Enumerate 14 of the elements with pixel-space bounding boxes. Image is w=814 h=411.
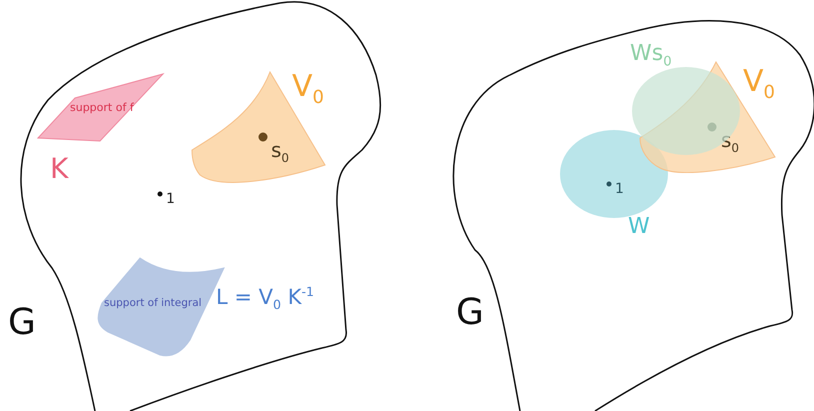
- region-label: support of integral: [104, 298, 202, 308]
- set-label: V$_{0}$: [743, 67, 775, 102]
- region-label: G: [456, 295, 484, 331]
- point-label: 1: [615, 182, 624, 196]
- region-label: support of f: [70, 102, 134, 113]
- point-label: 1: [166, 192, 175, 206]
- point-label: s$_{0}$: [271, 140, 290, 164]
- region-label: G: [8, 305, 36, 341]
- set-label: W: [628, 216, 650, 238]
- set-label: V$_{0}$: [292, 72, 324, 107]
- formula-label: L = V$_{0}$ K$^{-1}$: [216, 286, 314, 312]
- set-label: K: [50, 155, 68, 183]
- point-label: s$_{0}$: [721, 130, 740, 154]
- set-label: Ws$_{0}$: [630, 43, 672, 69]
